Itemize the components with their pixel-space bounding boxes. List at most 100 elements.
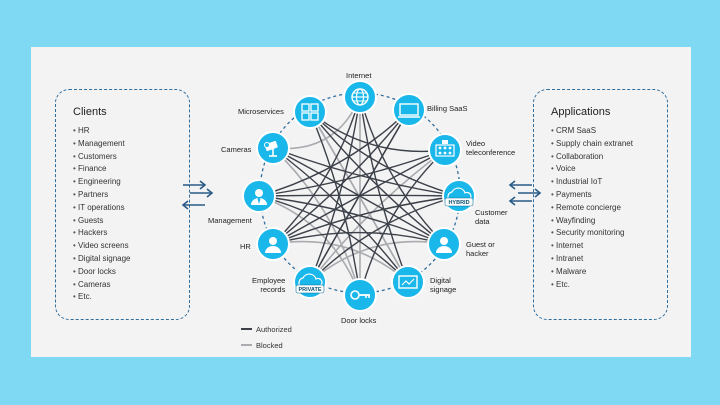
client-item: Partners [73,189,131,202]
connection-customer-employee [309,195,460,283]
label-microservices: Microservices [238,107,284,116]
application-item: Industrial IoT [551,176,633,189]
node-billing [392,93,426,127]
hybrid-badge-text: HYBRID [448,200,469,206]
node-management [242,179,276,213]
application-item: Voice [551,163,633,176]
connection-guest-employee [309,240,445,283]
connection-guest-hr [272,231,445,245]
application-item: CRM SaaS [551,125,633,138]
connection-doorlocks-microservices [309,111,361,296]
label-hr: HR [240,242,251,251]
node-billing-circle [392,93,426,127]
client-item: IT operations [73,202,131,215]
connection-doorlocks-management [258,195,361,296]
client-item: Etc. [73,291,131,304]
connection-cameras-guest [272,147,445,245]
camera-icon [264,140,278,157]
cloud-icon [298,273,323,287]
client-item: Customers [73,151,131,164]
label-billing-saas: Billing SaaS [427,104,468,113]
label-internet: Internet [346,71,372,80]
connection-employee-internet [309,96,361,283]
private-badge: PRIVATE [295,284,325,294]
key-icon [350,290,370,300]
application-item: Internet [551,240,633,253]
connection-employee-video [309,149,446,283]
microservices-icon [301,103,319,121]
client-item: Door locks [73,266,131,279]
node-doorlocks [343,278,377,312]
label-management: Management [208,216,252,225]
client-item: HR [73,125,131,138]
applications-arrows [508,180,542,206]
application-item: Remote concierge [551,202,633,215]
applications-list: CRM SaaSSupply chain extranetCollaborati… [551,125,633,291]
connection-cameras-customer [272,147,460,197]
client-item: Cameras [73,279,131,292]
connection-microservices-video [309,111,446,153]
client-item: Management [73,138,131,151]
application-item: Malware [551,266,633,279]
application-item: Collaboration [551,151,633,164]
application-item: Payments [551,189,633,202]
application-item: Intranet [551,253,633,266]
laptop-icon [398,103,420,118]
application-item: Wayfinding [551,215,633,228]
legend-authorized-label: Authorized [256,325,292,334]
application-item: Etc. [551,279,633,292]
node-guest [427,227,461,261]
node-microservices-circle [293,95,327,129]
clients-arrows [181,180,214,210]
connection-video-management [258,149,446,197]
cloud-icon [447,187,472,201]
user-icon [436,237,452,253]
legend-blocked-label: Blocked [256,341,283,350]
connection-lines [258,96,460,296]
connection-internet-guest [359,96,445,245]
node-internet [343,80,377,114]
node-signage [391,265,425,299]
manager-icon [251,189,267,205]
client-item: Finance [73,163,131,176]
client-item: Hackers [73,227,131,240]
application-item: Security monitoring [551,227,633,240]
node-hr [256,227,290,261]
connection-internet-signage [359,96,409,283]
connection-hr-internet [272,96,361,245]
node-video [428,133,462,167]
connection-management-guest [258,195,445,245]
video-conference-icon [435,140,455,157]
label-door-locks: Door locks [341,316,377,325]
nodes: HYBRID PRIVATE [242,80,476,312]
node-video-circle [428,133,462,167]
connection-hr-billing [272,109,410,245]
private-badge-text: PRIVATE [298,287,321,293]
node-customer [442,179,476,213]
applications-title: Applications [551,106,611,118]
client-item: Engineering [73,176,131,189]
connection-signage-hr [272,240,409,283]
connection-microservices-guest [309,111,445,245]
connection-doorlocks-video [359,149,446,296]
connection-hr-customer [272,195,460,245]
node-cameras [256,131,290,165]
display-icon [398,275,418,289]
client-item: Video screens [73,240,131,253]
connection-microservices-customer [309,111,460,197]
connection-cameras-signage [272,147,409,283]
application-item: Supply chain extranet [551,138,633,151]
label-cameras: Cameras [221,145,252,154]
user-icon [265,237,281,253]
client-item: Digital signage [73,253,130,266]
hybrid-badge: HYBRID [444,197,474,207]
clients-list: HRManagementCustomersFinanceEngineeringP… [73,125,131,304]
globe-icon [351,88,369,106]
clients-panel: Clients HRManagementCustomersFinanceEngi… [55,89,190,320]
client-item: Guests [73,215,131,228]
